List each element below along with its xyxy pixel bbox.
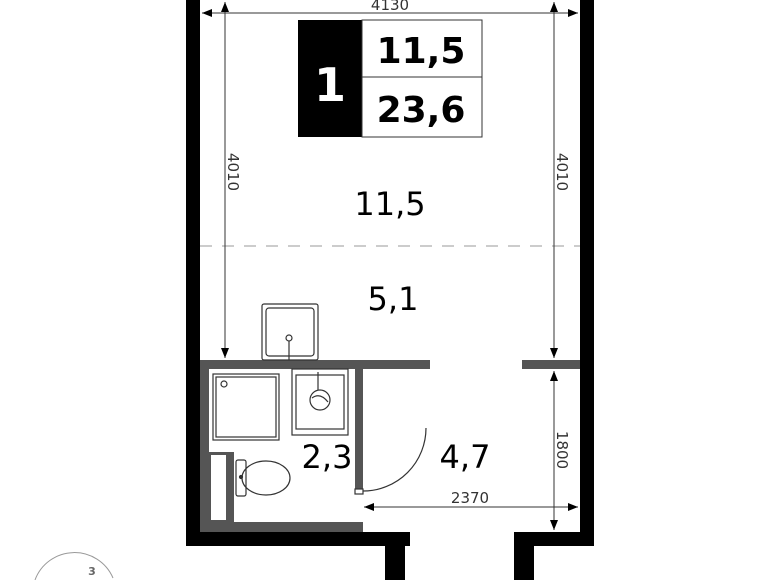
room-bathroom-area: 2,3 bbox=[302, 438, 353, 476]
toilet-icon bbox=[235, 459, 291, 497]
rooms-count-box bbox=[298, 20, 362, 137]
room-hallway-area: 4,7 bbox=[440, 438, 491, 476]
rooms-count: 1 bbox=[314, 58, 346, 112]
room-living-area: 11,5 bbox=[354, 185, 425, 223]
dimension-top-label: 4130 bbox=[371, 0, 409, 14]
apartment-badge: 1 11,5 23,6 bbox=[298, 19, 483, 138]
washbasin-icon bbox=[291, 368, 349, 436]
dimension-hall-height: 1800 bbox=[550, 371, 571, 530]
dimension-hall-height-label: 1800 bbox=[553, 431, 571, 469]
dimension-right: 4010 bbox=[550, 2, 571, 358]
dimension-top: 4130 bbox=[202, 0, 578, 17]
outer-walls bbox=[186, 0, 594, 580]
room-kitchen-area: 5,1 bbox=[368, 280, 419, 318]
living-area-value: 11,5 bbox=[377, 31, 466, 72]
dimension-right-label: 4010 bbox=[553, 153, 571, 191]
kitchen-sink-icon bbox=[261, 303, 319, 361]
inner-walls bbox=[200, 360, 580, 532]
dimension-left: 4010 bbox=[221, 2, 242, 358]
dimension-left-label: 4010 bbox=[224, 153, 242, 191]
compass-icon: 3 bbox=[34, 552, 114, 580]
shower-icon bbox=[212, 373, 280, 441]
dimension-hall-width: 2370 bbox=[364, 489, 578, 511]
total-area-value: 23,6 bbox=[377, 90, 466, 131]
bathroom-door-icon bbox=[354, 427, 427, 495]
compass-label: 3 bbox=[88, 565, 96, 578]
bath-niche bbox=[211, 455, 226, 520]
dimension-hall-width-label: 2370 bbox=[451, 489, 489, 507]
